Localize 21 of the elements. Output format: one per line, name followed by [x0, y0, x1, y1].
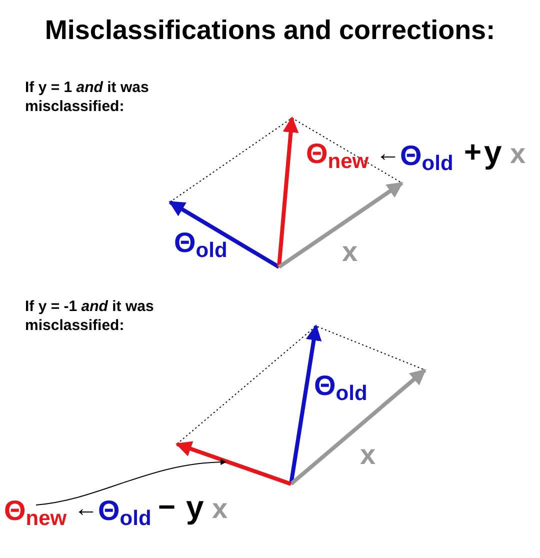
theta-old-label: Θ$_{old}$	[174, 229, 228, 257]
x-symbol: x	[510, 140, 526, 168]
theta-old-label: Θ$_{old}$	[400, 142, 454, 170]
vector-arrow	[176, 441, 292, 486]
theta-new-label: Θ$_{new}$	[4, 497, 67, 525]
condition-text: If y = -1 and it was misclassified:	[25, 297, 155, 335]
x-symbol: x	[342, 238, 358, 266]
leader-arrow	[36, 459, 227, 506]
theta-new-label: Θ$_{new}$	[306, 140, 369, 168]
condition-text: If y = 1 and it was misclassified:	[25, 78, 150, 116]
minus-sign: −	[158, 493, 176, 523]
x-symbol: x	[360, 441, 376, 469]
theta-old-label: Θ$_{old}$	[98, 497, 152, 525]
title: Misclassifications and corrections:	[44, 14, 496, 47]
x-symbol: x	[212, 495, 228, 523]
y-symbol: y	[484, 136, 502, 168]
theta-old-label: Θ$_{old}$	[314, 372, 368, 400]
assign-symbol: ←	[74, 497, 98, 521]
y-symbol: y	[186, 491, 204, 523]
assign-symbol: ←	[376, 142, 400, 166]
plus-sign: +	[464, 138, 482, 168]
